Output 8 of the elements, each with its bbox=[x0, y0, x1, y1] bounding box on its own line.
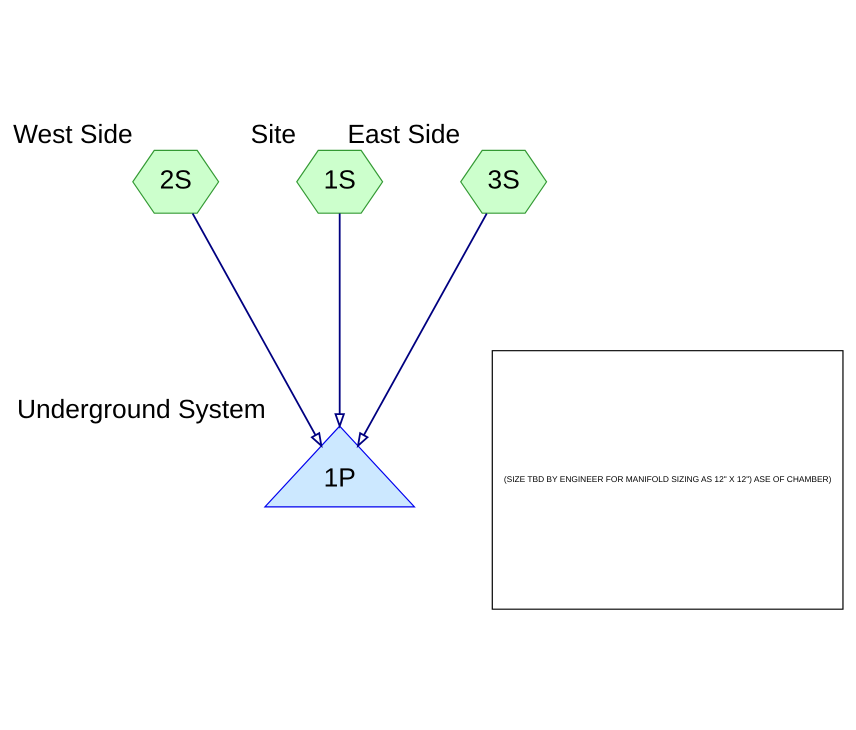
node-label: East Side bbox=[347, 118, 460, 148]
node-box: (SIZE TBD BY ENGINEER FOR MANIFOLD SIZING AS 12" X 12") ASE OF CHAMBER) bbox=[492, 350, 844, 610]
node-label: Site bbox=[250, 118, 296, 148]
arrow bbox=[334, 213, 346, 428]
arrow bbox=[356, 212, 488, 448]
arrow bbox=[192, 212, 323, 448]
node-label: Underground System bbox=[16, 394, 266, 424]
node-label: West Side bbox=[13, 118, 133, 148]
